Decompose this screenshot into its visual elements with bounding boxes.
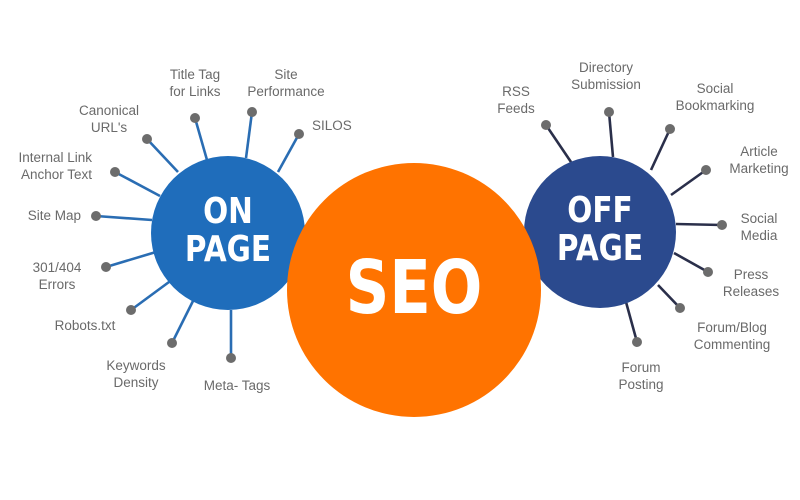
label-robots: Robots.txt xyxy=(54,318,116,333)
off-page-line2: PAGE xyxy=(556,228,644,269)
seo-circle xyxy=(287,163,541,417)
spoke-keywords xyxy=(170,300,195,344)
on-page-circle xyxy=(151,156,305,310)
seo-title: SEO xyxy=(345,245,483,331)
spoke-social-media xyxy=(675,222,723,227)
label-site-performance: Site Performance xyxy=(247,67,325,99)
spoke-canonical xyxy=(146,138,179,173)
on-page-dots xyxy=(91,107,304,363)
label-site-map: Site Map xyxy=(27,208,81,223)
spoke-internal-link xyxy=(114,170,161,198)
label-silos: SILOS xyxy=(312,118,352,133)
spoke-forum-posting xyxy=(624,301,639,343)
spoke-article xyxy=(670,168,707,197)
off-page-spokes xyxy=(544,111,723,343)
label-press: Press Releases xyxy=(722,267,780,299)
label-meta: Meta- Tags xyxy=(203,378,271,393)
label-title-tag: Title Tag for Links xyxy=(169,67,221,99)
on-page-line1: ON xyxy=(203,191,253,232)
label-canonical: Canonical URL's xyxy=(78,103,140,135)
label-keywords: Keywords Density xyxy=(106,358,166,390)
off-page-line1: OFF xyxy=(567,190,633,231)
spoke-rss xyxy=(544,124,573,163)
label-forum-posting: Forum Posting xyxy=(618,360,664,392)
label-article: Article Marketing xyxy=(729,144,789,176)
label-social-bookmarking: Social Bookmarking xyxy=(675,81,755,113)
spoke-press xyxy=(673,251,709,274)
label-internal-link: Internal Link Anchor Text xyxy=(18,150,92,182)
spoke-301 xyxy=(105,250,157,269)
label-301: 301/404 Errors xyxy=(32,260,82,292)
spoke-site-performance xyxy=(244,111,254,159)
label-rss: RSS Feeds xyxy=(497,84,535,116)
spoke-title-tag xyxy=(193,117,209,161)
label-social-media: Social Media xyxy=(740,211,778,243)
spoke-forum-blog xyxy=(657,284,681,309)
off-page-circle xyxy=(524,156,676,308)
off-page-dots xyxy=(541,107,727,347)
spoke-robots xyxy=(130,280,170,312)
label-forum-blog: Forum/Blog Commenting xyxy=(693,320,771,352)
label-directory: Directory Submission xyxy=(571,60,641,92)
spoke-social-bookmarking xyxy=(649,128,672,171)
on-page-title: ON PAGE xyxy=(179,193,277,269)
spoke-site-map xyxy=(95,214,153,222)
on-page-spokes xyxy=(95,111,301,358)
spoke-directory xyxy=(607,111,615,158)
on-page-line2: PAGE xyxy=(184,229,272,270)
spoke-silos xyxy=(276,133,301,173)
off-page-title: OFF PAGE xyxy=(551,192,649,268)
